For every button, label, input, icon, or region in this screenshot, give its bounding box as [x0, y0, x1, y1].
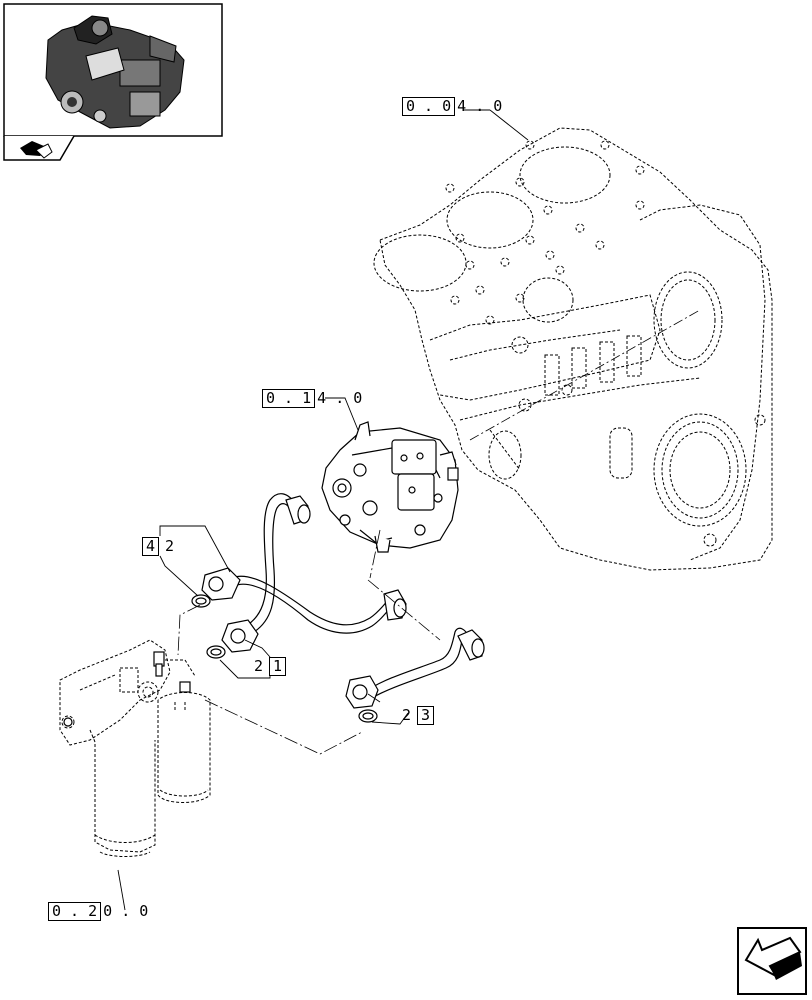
pipe-fittings [191, 495, 485, 723]
book-arrow-icon[interactable] [20, 141, 53, 159]
injection-pump [321, 421, 459, 553]
callout-pipe-3[interactable]: 2 3 [402, 706, 435, 725]
flow-lines [177, 529, 441, 755]
callout-pipe-1-qty: 2 [254, 657, 264, 675]
callout-pipe-4[interactable]: 4 2 [142, 537, 174, 556]
callout-pipe-1-item: 1 [269, 657, 287, 676]
fuel-filter-phantom [59, 639, 211, 857]
injection-pump-reference-rest: 4 . 0 [317, 388, 363, 407]
injection-pump-reference[interactable]: 0 . 1 4 . 0 [262, 388, 362, 408]
filter-fittings [63, 651, 191, 727]
engine-block-reference-rest: 4 . 0 [457, 96, 503, 115]
callout-pipe-1[interactable]: 2 1 [254, 657, 287, 676]
next-page-arrow-icon[interactable] [737, 927, 807, 995]
engine-block-reference[interactable]: 0 . 0 4 . 0 [402, 96, 502, 116]
engine-block-reference-boxed: 0 . 0 [402, 96, 456, 116]
callout-pipe-4-qty: 2 [165, 537, 175, 555]
fuel-filter-reference-rest: 0 . 0 [103, 901, 149, 920]
engine-block-phantom [373, 127, 773, 571]
fuel-filter-reference[interactable]: 0 . 2 0 . 0 [48, 901, 148, 921]
pump-axis-line [469, 309, 701, 441]
fuel-filter-reference-boxed: 0 . 2 [48, 901, 102, 921]
callout-pipe-3-qty: 2 [402, 706, 412, 724]
leader-lines [117, 109, 529, 911]
callout-pipe-3-item: 3 [417, 706, 435, 725]
callout-pipe-4-item: 4 [142, 537, 160, 556]
thumbnail-panel[interactable] [3, 3, 223, 161]
fuel-pipes [231, 493, 475, 699]
engine-thumbnail-icon [45, 15, 185, 129]
injection-pump-reference-boxed: 0 . 1 [262, 388, 316, 408]
